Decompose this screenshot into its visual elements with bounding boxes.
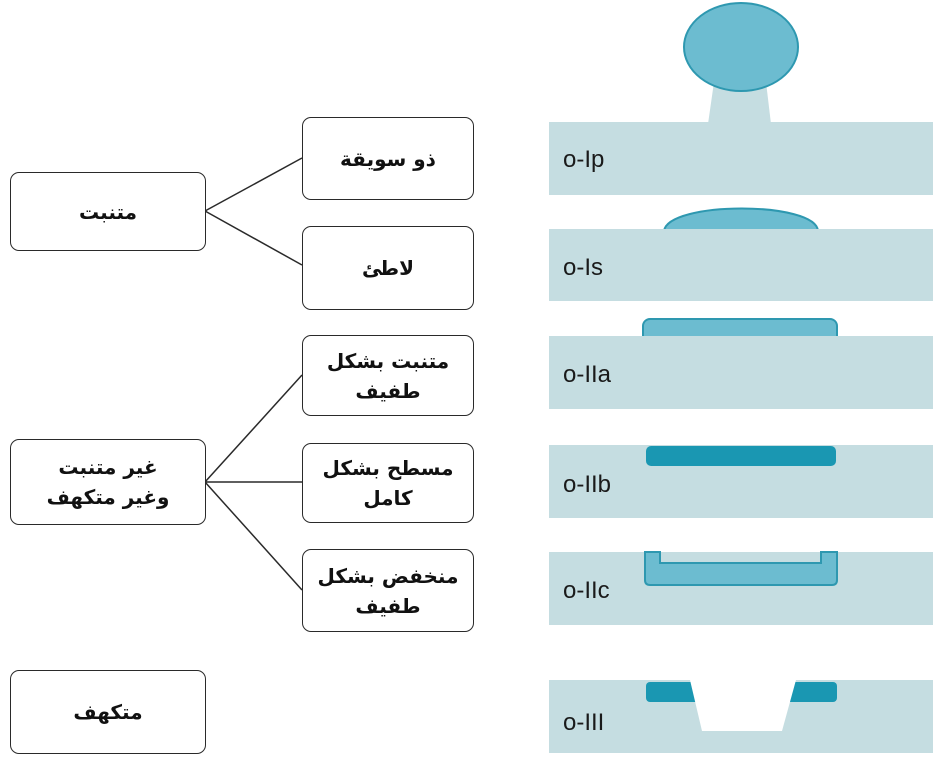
polyp-head bbox=[683, 2, 799, 92]
subtype-label: ذو سويقة bbox=[340, 146, 436, 171]
connector-line bbox=[204, 210, 303, 266]
connector-line bbox=[204, 374, 303, 483]
category-label: متنبت bbox=[78, 199, 138, 224]
type-label: o-IIc bbox=[563, 577, 610, 604]
category-box-pedunculated-sessile: متنبت bbox=[10, 172, 206, 251]
subtype-box-sessile: لاطئ bbox=[302, 226, 474, 310]
subtype-label: متنبت بشكل طفيف bbox=[326, 348, 450, 403]
type-label: o-IIa bbox=[563, 361, 612, 388]
type-label: o-Is bbox=[563, 254, 603, 281]
subtype-label: منخفض بشكل طفيف bbox=[317, 563, 459, 618]
connector-line bbox=[204, 481, 303, 591]
illustration-0-iii: o-III bbox=[549, 680, 933, 753]
depressed-lesion bbox=[644, 551, 838, 586]
sessile-lesion bbox=[662, 207, 820, 232]
ulcer-rim-left bbox=[646, 682, 706, 702]
category-label: غير متنبت وغير متكهف bbox=[46, 455, 170, 509]
illustration-0-is: o-Is bbox=[549, 207, 933, 301]
type-label: o-III bbox=[563, 709, 604, 736]
subtype-box-pedunculated: ذو سويقة bbox=[302, 117, 474, 200]
subtype-box-slightly-depressed: منخفض بشكل طفيف bbox=[302, 549, 474, 632]
connector-line bbox=[204, 157, 303, 212]
ulcer-crater bbox=[690, 680, 796, 731]
category-box-excavated: متكهف bbox=[10, 670, 206, 754]
subtype-label: مسطح بشكل كامل bbox=[322, 456, 454, 510]
subtype-box-completely-flat: مسطح بشكل كامل bbox=[302, 443, 474, 523]
polyp-stalk bbox=[708, 82, 771, 124]
illustration-0-iib: o-IIb bbox=[549, 445, 933, 518]
type-label: o-Ip bbox=[563, 146, 604, 173]
mucosa-band bbox=[549, 336, 933, 409]
type-label: o-IIb bbox=[563, 471, 611, 498]
subtype-box-slightly-elevated: متنبت بشكل طفيف bbox=[302, 335, 474, 416]
illustration-0-iic: o-IIc bbox=[549, 551, 933, 625]
category-label: متكهف bbox=[73, 700, 143, 724]
subtype-label: لاطئ bbox=[361, 256, 415, 280]
category-box-non-protruding: غير متنبت وغير متكهف bbox=[10, 439, 206, 525]
illustration-0-iia: o-IIa bbox=[549, 318, 933, 409]
illustration-0-ip: o-Ip bbox=[549, 2, 933, 195]
mucosa-band bbox=[549, 229, 933, 301]
mucosa-band bbox=[549, 122, 933, 195]
ulcer-rim-right bbox=[780, 682, 837, 702]
flat-lesion bbox=[646, 446, 836, 466]
